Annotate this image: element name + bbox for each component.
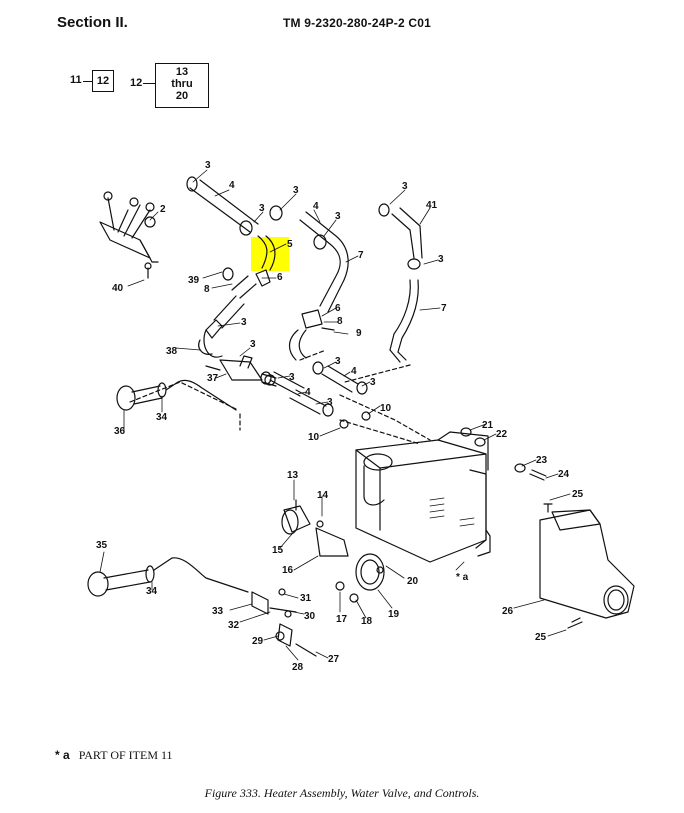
highlight-item-5 — [251, 237, 289, 271]
callout-31: 31 — [300, 593, 312, 604]
callout-41: 41 — [426, 200, 438, 211]
control-cable-36 — [116, 379, 237, 411]
callout-15: 15 — [272, 545, 284, 556]
callout-4-d: 4 — [351, 366, 357, 377]
callout-37: 37 — [207, 373, 219, 384]
callout-3-e: 3 — [402, 181, 408, 192]
callout-7-b: 7 — [441, 303, 447, 314]
callout-25-a: 25 — [572, 489, 584, 500]
ref-label-11: 11 — [70, 74, 82, 86]
callout-10-b: 10 — [308, 432, 320, 443]
hoses-4-middle — [260, 361, 371, 429]
callout-27: 27 — [328, 654, 340, 665]
callout-38: 38 — [166, 346, 178, 357]
callout-35: 35 — [96, 540, 108, 551]
callout-3-g: 3 — [241, 317, 247, 328]
callout-9: 9 — [356, 328, 362, 339]
callout-29: 29 — [252, 636, 264, 647]
callout-2: 2 — [160, 204, 166, 215]
blower-wheel-19 — [335, 553, 385, 603]
callout-30: 30 — [304, 611, 316, 622]
ref-label-12: 12 — [130, 77, 143, 89]
ref-box-line-1: 13 — [175, 66, 189, 78]
callout-star-a: * a — [456, 572, 469, 583]
callout-3-i: 3 — [289, 372, 295, 383]
blower-motor-13 — [281, 499, 349, 557]
callout-14: 14 — [317, 490, 329, 501]
hose-41-7-right — [378, 203, 423, 363]
dashed-leader-lines — [129, 349, 431, 445]
ref-box-12: 12 — [92, 70, 114, 92]
callout-4-b: 4 — [313, 201, 319, 212]
callout-10-a: 10 — [380, 403, 392, 414]
figure-caption: Figure 333. Heater Assembly, Water Valve… — [204, 786, 480, 800]
callout-17: 17 — [336, 614, 348, 625]
callout-34-b: 34 — [146, 586, 158, 597]
callout-21: 21 — [482, 420, 494, 431]
callout-24: 24 — [558, 469, 570, 480]
hose-5-elbow — [255, 235, 276, 287]
callout-6-b: 6 — [335, 303, 341, 314]
ref-box-line-2: thru — [171, 78, 193, 90]
callout-23: 23 — [536, 455, 548, 466]
callout-40: 40 — [112, 283, 124, 294]
control-cable-35 — [87, 557, 249, 597]
callout-4-c: 4 — [305, 387, 311, 398]
footnote: * a PART OF ITEM 11 — [55, 748, 173, 763]
hose-4-upper-left — [186, 176, 259, 236]
heater-housing — [355, 431, 491, 563]
callout-6-a: 6 — [277, 272, 283, 283]
callout-33: 33 — [212, 606, 224, 617]
callout-3-l: 3 — [370, 377, 376, 388]
callout-13: 13 — [287, 470, 299, 481]
callout-3-k: 3 — [335, 356, 341, 367]
callout-20: 20 — [407, 576, 419, 587]
callout-39: 39 — [188, 275, 200, 286]
callout-7-a: 7 — [358, 250, 364, 261]
callout-3-h: 3 — [250, 339, 256, 350]
callout-labels: 3 2 40 4 3 5 6 39 8 3 4 3 7 3 41 3 7 3 6… — [96, 160, 584, 673]
fasteners-21-25 — [460, 427, 553, 513]
tee-fitting-6 — [205, 267, 257, 339]
hose-7-middle — [269, 205, 349, 361]
callout-26: 26 — [502, 606, 514, 617]
footnote-text: PART OF ITEM 11 — [78, 748, 173, 762]
outlet-duct-26 — [539, 509, 635, 629]
callout-25-b: 25 — [535, 632, 547, 643]
callout-3-d: 3 — [335, 211, 341, 222]
harness-bracket-part — [99, 191, 159, 279]
callout-16: 16 — [282, 565, 294, 576]
water-valve-37 — [205, 355, 277, 387]
callout-4-a: 4 — [229, 180, 235, 191]
callout-3-a: 3 — [205, 160, 211, 171]
callout-leaders — [99, 169, 571, 661]
callout-3-b: 3 — [259, 203, 265, 214]
linkage-27-33 — [251, 588, 317, 657]
callout-5: 5 — [287, 239, 293, 250]
callout-28: 28 — [292, 662, 304, 673]
elbow-38 — [198, 329, 223, 358]
callout-32: 32 — [228, 620, 240, 631]
callout-36: 36 — [114, 426, 126, 437]
ref-leader-12 — [143, 83, 155, 84]
ref-box-13-20: 13 thru 20 — [155, 63, 209, 108]
callout-3-j: 3 — [327, 397, 333, 408]
callout-18: 18 — [361, 616, 373, 627]
callout-34-a: 34 — [156, 412, 168, 423]
ref-leader-11 — [83, 81, 92, 82]
section-title: Section II. — [57, 14, 128, 31]
callout-8-b: 8 — [337, 316, 343, 327]
callout-3-f: 3 — [438, 254, 444, 265]
ref-box-line-3: 20 — [175, 90, 189, 102]
footnote-marker: * a — [55, 748, 70, 762]
callout-22: 22 — [496, 429, 508, 440]
tm-number: TM 9-2320-280-24P-2 C01 — [283, 16, 432, 30]
callout-3-c: 3 — [293, 185, 299, 196]
callout-8-a: 8 — [204, 284, 210, 295]
callout-19: 19 — [388, 609, 400, 620]
